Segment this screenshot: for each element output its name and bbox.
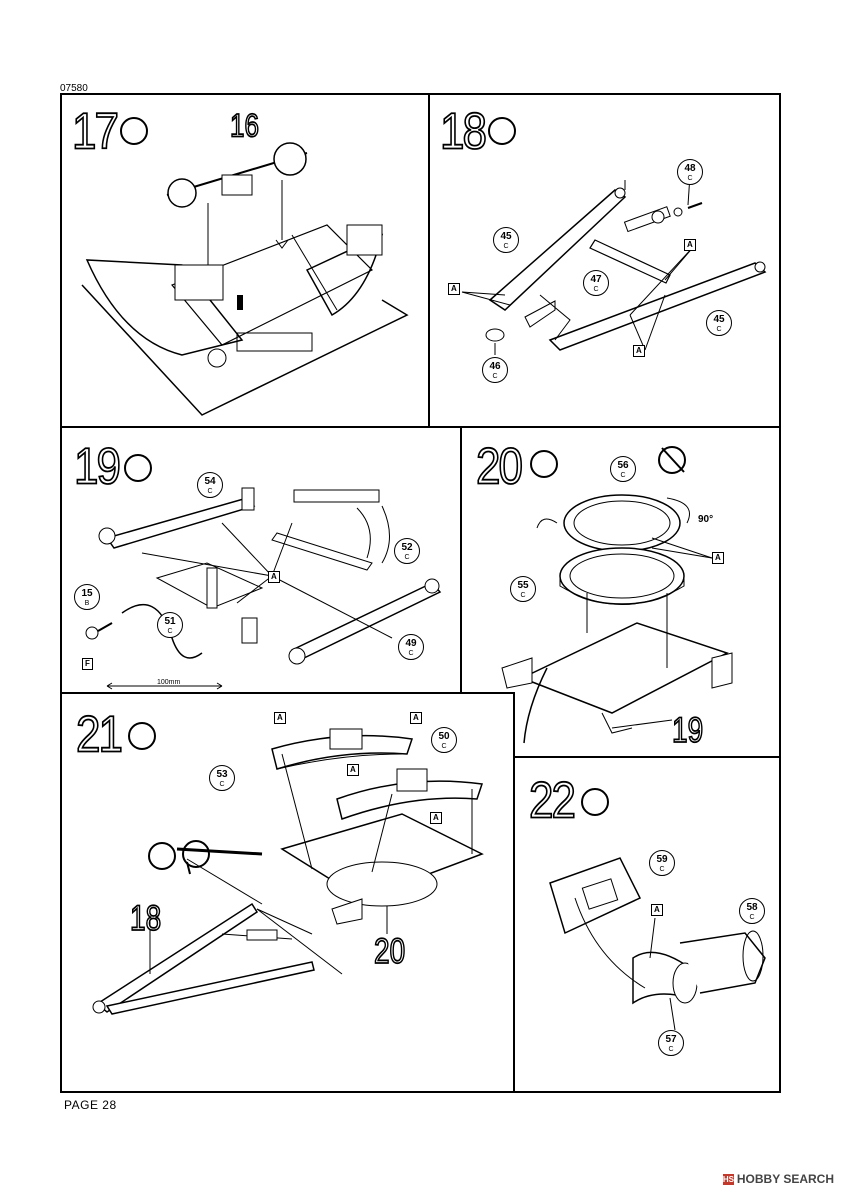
glue-icon [488,117,516,145]
page-number: PAGE 28 [64,1098,117,1112]
step-number: 22 [528,772,577,829]
glue-icon [148,842,176,870]
turntable-drawing [501,447,733,744]
cement-tag: A [448,283,460,295]
reference-number: 20 [373,931,406,971]
no-glue-icon [658,446,686,474]
step-number: 18 [439,103,488,160]
bogie-frame-drawing [81,142,409,416]
length-dimension: 100mm [157,679,181,686]
cement-tag: A [274,712,286,724]
cement-tag: A [268,571,280,583]
cement-tag: A [684,239,696,251]
step-number: 17 [71,103,120,160]
document-code: 07580 [60,83,88,94]
cement-tag: A [430,812,442,824]
cement-tag: A [712,552,724,564]
reference-number: 18 [129,898,162,938]
reference-number: 19 [671,710,704,750]
rotation-angle: 90° [698,514,714,525]
no-glue-icon [182,840,210,868]
cement-tag: A [633,345,645,357]
glue-icon [120,117,148,145]
chassis-frame-drawing [85,487,442,690]
step-number: 20 [475,438,524,495]
cement-tag: A [347,764,359,776]
step-number: 21 [75,706,124,763]
glue-icon [128,722,156,750]
reference-number: 16 [229,106,259,144]
lamp-assembly-drawing [549,857,766,1031]
cement-tag: A [651,904,663,916]
fix-tag: F [82,658,93,670]
hobby-search-logo-icon: HS [722,1174,734,1186]
step-number: 19 [73,438,122,495]
glue-icon [581,788,609,816]
glue-icon [530,450,558,478]
cement-tag: A [410,712,422,724]
glue-icon [124,454,152,482]
watermark-text: HOBBY SEARCH [736,1172,834,1186]
step-17-panel: 17 16 [60,93,430,428]
suspension-drawing [92,728,484,1015]
drawbar-frame-drawing [461,174,767,355]
